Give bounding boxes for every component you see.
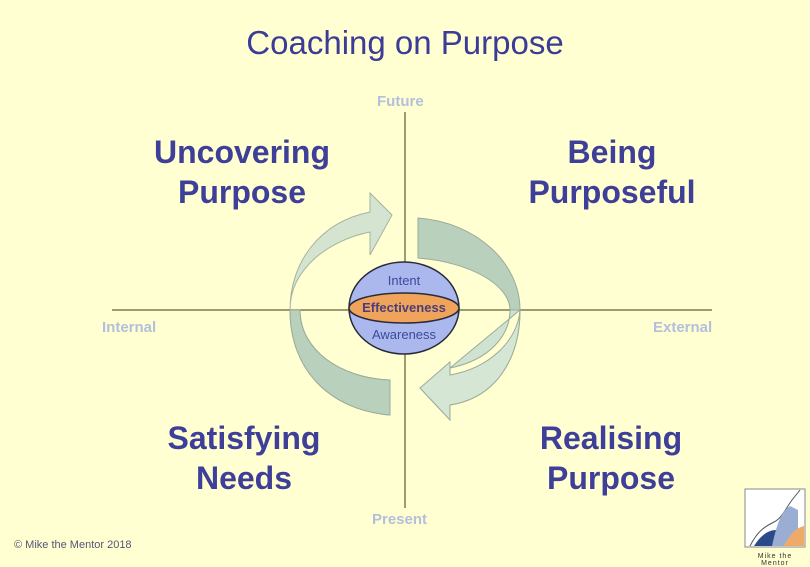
copyright-text: © Mike the Mentor 2018 xyxy=(14,539,132,551)
quadrant-being-purposeful: Being Purposeful xyxy=(492,132,732,212)
axis-label-future: Future xyxy=(377,93,424,110)
axis-label-present: Present xyxy=(372,511,428,528)
quadrant-satisfying-needs: Satisfying Needs xyxy=(124,418,364,498)
center-awareness-label: Awareness xyxy=(371,327,437,342)
quadrant-line: Purposeful xyxy=(528,174,696,210)
logo-text: Mike the Mentor xyxy=(757,553,793,567)
mike-the-mentor-logo: Mike the Mentor xyxy=(744,488,806,567)
quadrant-line: Realising xyxy=(539,420,683,456)
axis-label-external: External xyxy=(653,319,713,336)
logo-graph-icon xyxy=(744,488,806,548)
quadrant-line: Purpose xyxy=(177,174,307,210)
quadrant-line: Uncovering xyxy=(153,134,331,170)
center-effectiveness-label: Effectiveness xyxy=(362,300,446,315)
quadrant-realising-purpose: Realising Purpose xyxy=(491,418,731,498)
cycle-arrow-left-icon xyxy=(289,191,393,416)
quadrant-uncovering-purpose: Uncovering Purpose xyxy=(122,132,362,212)
diagram-title: Coaching on Purpose xyxy=(246,24,564,61)
effectiveness-ellipse xyxy=(348,292,460,324)
quadrant-line: Needs xyxy=(195,460,293,496)
center-intent-label: Intent xyxy=(387,273,421,288)
quadrant-line: Purpose xyxy=(546,460,676,496)
quadrant-line: Being xyxy=(567,134,657,170)
axis-label-internal: Internal xyxy=(102,319,157,336)
quadrant-line: Satisfying xyxy=(167,420,321,456)
cycle-arrow-right-icon xyxy=(417,217,521,422)
